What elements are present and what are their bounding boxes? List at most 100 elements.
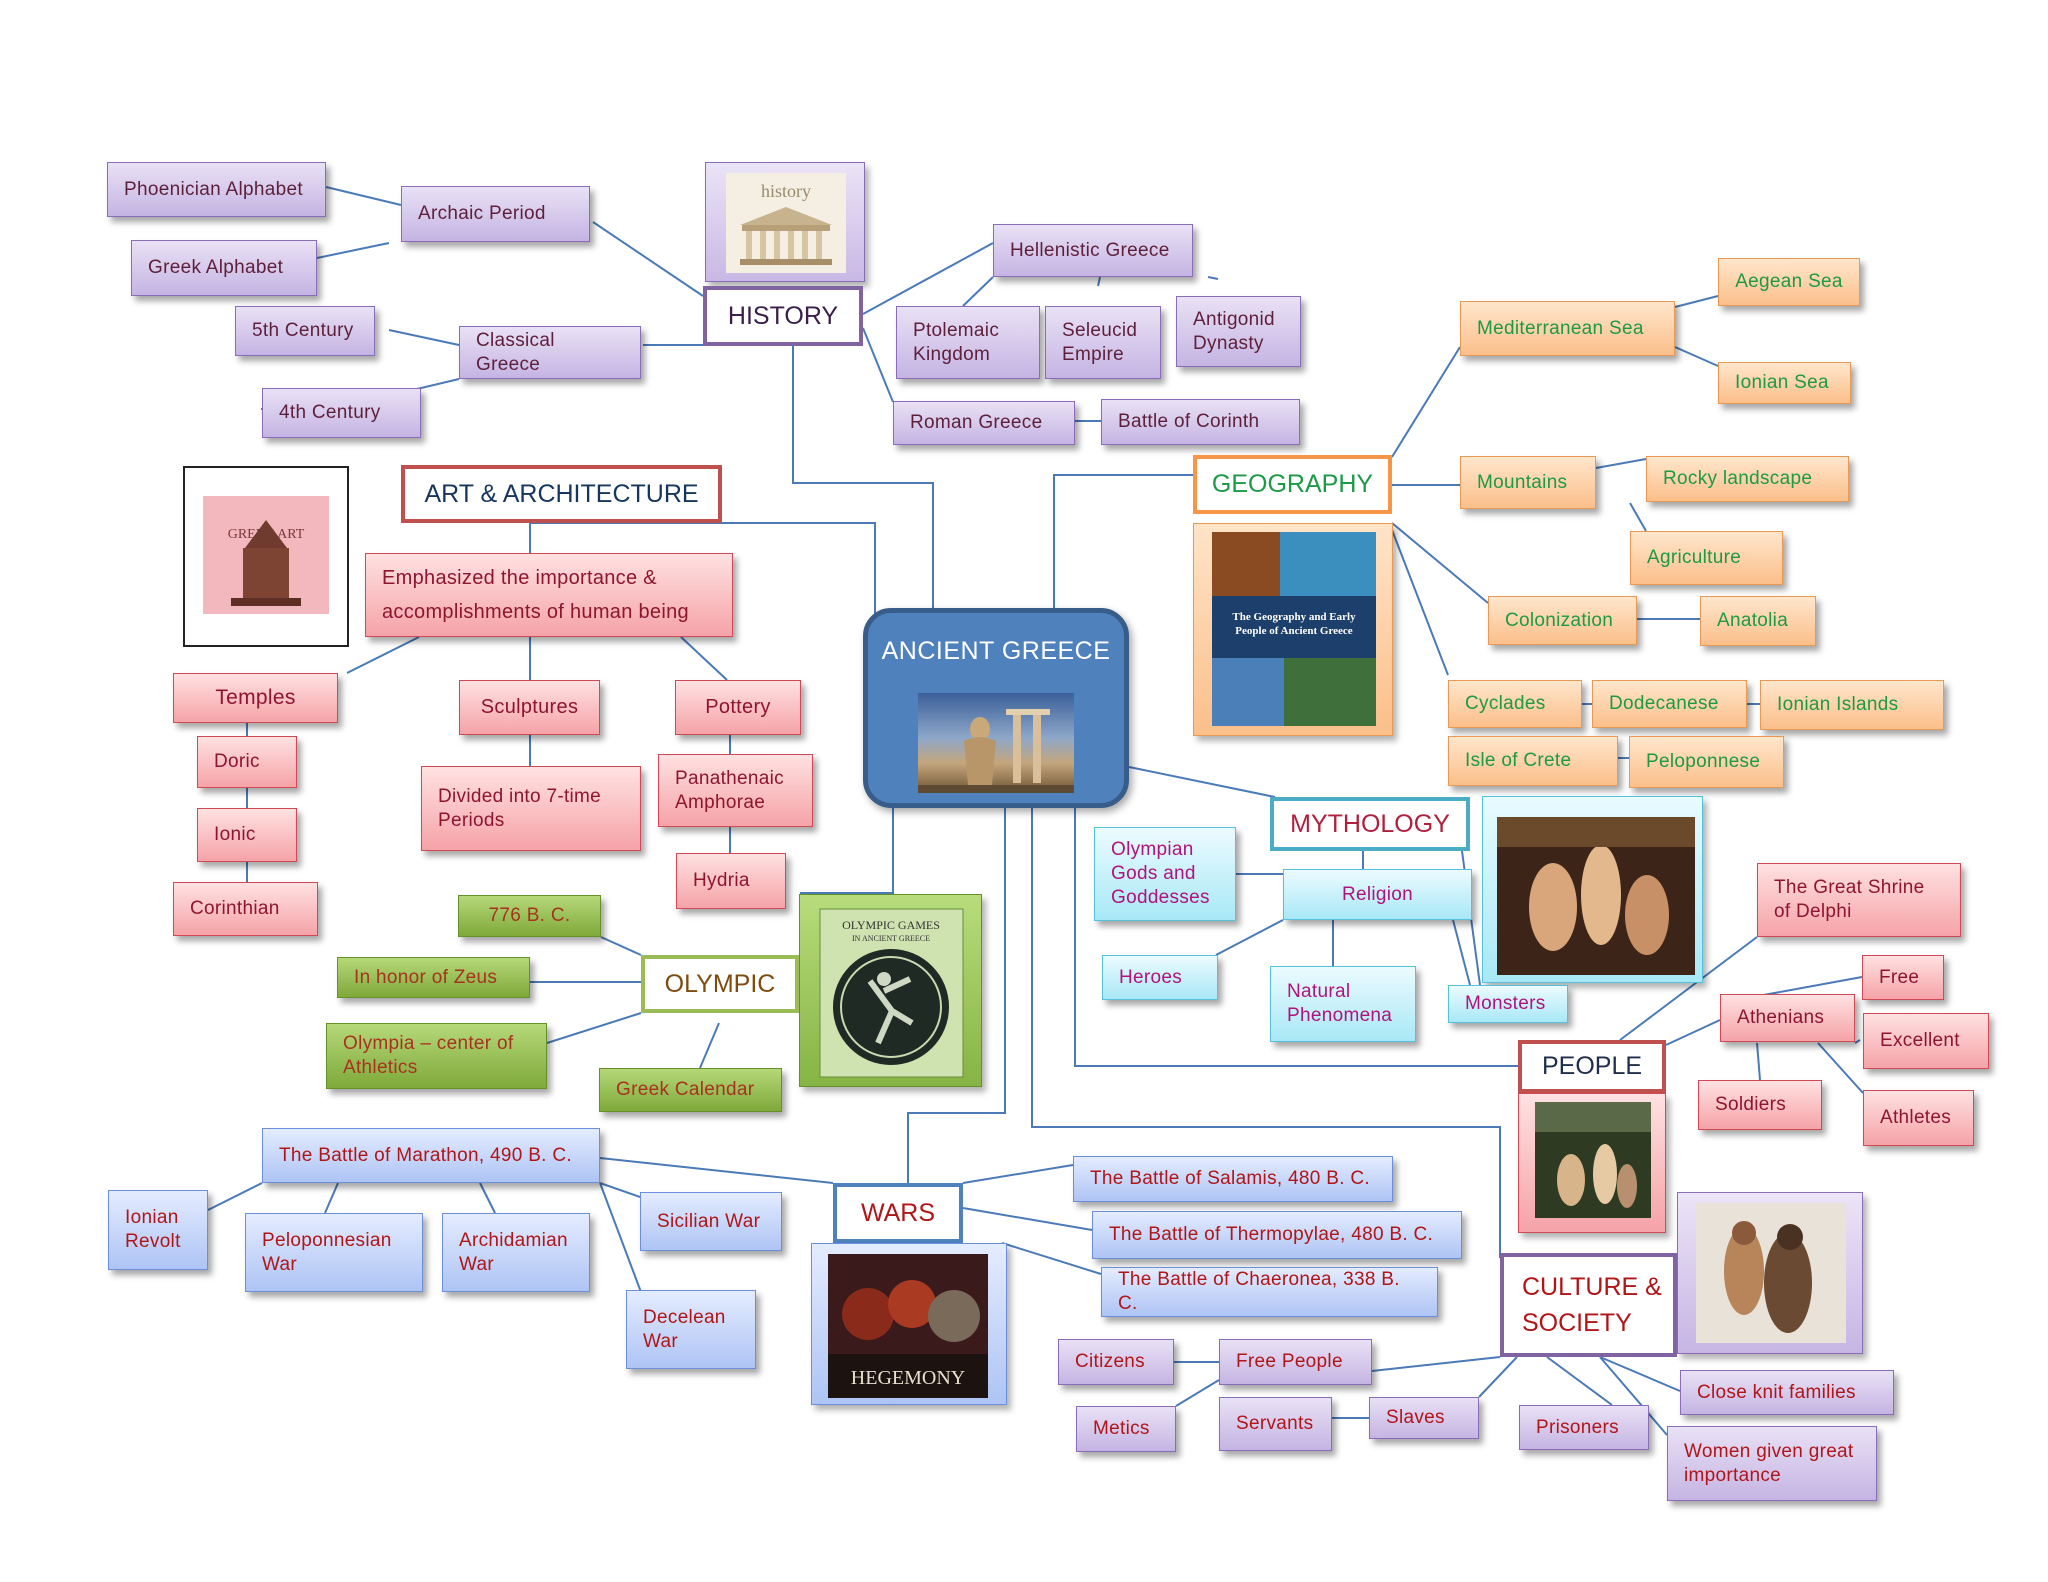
isle-of-crete-node[interactable]: Isle of Crete [1448, 736, 1618, 786]
peloponnese-node[interactable]: Peloponnese [1629, 736, 1784, 788]
divided-periods-node[interactable]: Divided into 7-time Periods [421, 766, 641, 851]
olympia-center-node[interactable]: Olympia – center of Athletics [326, 1023, 547, 1089]
emphasized-importance-node[interactable]: Emphasized the importance & accomplishme… [365, 553, 733, 637]
women-importance-node[interactable]: Women given great importance [1667, 1426, 1877, 1501]
rocky-landscape-node[interactable]: Rocky landscape [1646, 456, 1849, 502]
prisoners-node[interactable]: Prisoners [1519, 1405, 1649, 1450]
archaic-period-node[interactable]: Archaic Period [401, 186, 590, 242]
art-architecture-branch-title[interactable]: ART & ARCHITECTURE [401, 465, 722, 523]
greek-alphabet-node[interactable]: Greek Alphabet [131, 240, 317, 296]
people-title-text: PEOPLE [1541, 1052, 1643, 1081]
corinthian-node[interactable]: Corinthian [173, 882, 318, 936]
citizens-node[interactable]: Citizens [1058, 1339, 1174, 1385]
religion-node[interactable]: Religion [1283, 869, 1472, 920]
free-node[interactable]: Free [1862, 955, 1944, 1000]
close-knit-families-node[interactable]: Close knit families [1680, 1370, 1894, 1415]
aegean-sea-node[interactable]: Aegean Sea [1718, 258, 1860, 306]
cyclades-node[interactable]: Cyclades [1448, 680, 1582, 728]
hellenistic-greece-node[interactable]: Hellenistic Greece [993, 224, 1193, 277]
hegemony-cover-title: HEGEMONY [851, 1367, 965, 1389]
hydria-node[interactable]: Hydria [676, 853, 786, 909]
greek-art-image: GREEK ART [183, 466, 349, 647]
center-image [918, 693, 1074, 793]
center-title: ANCIENT GREECE [881, 637, 1111, 665]
battle-of-corinth-node[interactable]: Battle of Corinth [1101, 399, 1300, 445]
soldiers-node[interactable]: Soldiers [1698, 1080, 1822, 1130]
free-people-node[interactable]: Free People [1219, 1339, 1372, 1385]
phoenician-alphabet-node[interactable]: Phoenician Alphabet [107, 162, 326, 217]
greek-art-temple-illustration: GREEK ART [203, 496, 329, 614]
people-image [1518, 1093, 1666, 1233]
mountains-node[interactable]: Mountains [1460, 456, 1596, 509]
fourth-century-node[interactable]: 4th Century [262, 388, 421, 438]
wars-branch-title[interactable]: WARS [833, 1183, 963, 1243]
olympic-branch-title[interactable]: OLYMPIC [641, 955, 799, 1013]
excellent-node[interactable]: Excellent [1863, 1013, 1989, 1069]
anatolia-node[interactable]: Anatolia [1700, 596, 1816, 646]
battle-thermopylae-node[interactable]: The Battle of Thermopylae, 480 B. C. [1092, 1211, 1462, 1259]
colonization-node[interactable]: Colonization [1488, 596, 1637, 645]
antigonid-dynasty-node[interactable]: Antigonid Dynasty [1176, 296, 1301, 367]
peloponnesian-war-node[interactable]: Peloponnesian War [245, 1213, 423, 1292]
history-image: history [705, 162, 865, 282]
slaves-node[interactable]: Slaves [1369, 1397, 1479, 1439]
decelean-war-node[interactable]: Decelean War [626, 1290, 756, 1369]
doric-node[interactable]: Doric [197, 736, 297, 788]
ionian-islands-node[interactable]: Ionian Islands [1760, 680, 1944, 730]
athenians-node[interactable]: Athenians [1720, 994, 1855, 1042]
monsters-node[interactable]: Monsters [1448, 985, 1568, 1023]
honor-of-zeus-node[interactable]: In honor of Zeus [337, 957, 530, 998]
geography-title-text: GEOGRAPHY [1211, 470, 1374, 499]
classical-greece-node[interactable]: Classical Greece [459, 326, 641, 379]
ionic-node[interactable]: Ionic [197, 808, 297, 862]
servants-node[interactable]: Servants [1219, 1397, 1332, 1451]
culture-society-branch-title[interactable]: CULTURE & SOCIETY [1500, 1253, 1677, 1357]
ionian-revolt-node[interactable]: Ionian Revolt [108, 1190, 208, 1270]
sicilian-war-node[interactable]: Sicilian War [640, 1192, 782, 1251]
olympic-title-text: OLYMPIC [664, 969, 776, 998]
agriculture-node[interactable]: Agriculture [1630, 531, 1783, 585]
ionian-sea-node[interactable]: Ionian Sea [1718, 362, 1851, 404]
greek-calendar-node[interactable]: Greek Calendar [599, 1068, 782, 1112]
great-shrine-delphi-node[interactable]: The Great Shrine of Delphi [1757, 863, 1961, 937]
olympian-gods-node[interactable]: Olympian Gods and Goddesses [1094, 827, 1236, 921]
roman-greece-node[interactable]: Roman Greece [893, 401, 1075, 445]
year-776-bc-node[interactable]: 776 B. C. [458, 895, 601, 937]
battle-marathon-node[interactable]: The Battle of Marathon, 490 B. C. [262, 1128, 600, 1183]
art-title-text: ART & ARCHITECTURE [424, 479, 699, 508]
archidamian-war-node[interactable]: Archidamian War [442, 1213, 590, 1292]
pottery-node[interactable]: Pottery [675, 680, 801, 735]
battle-salamis-node[interactable]: The Battle of Salamis, 480 B. C. [1073, 1156, 1393, 1202]
temples-node[interactable]: Temples [173, 673, 338, 723]
sculptures-node[interactable]: Sculptures [459, 680, 600, 735]
mythology-title-text: MYTHOLOGY [1290, 809, 1450, 838]
heroes-node[interactable]: Heroes [1102, 955, 1218, 1000]
panathenaic-amphorae-node[interactable]: Panathenaic Amphorae [658, 754, 813, 827]
people-painting-illustration [1535, 1102, 1651, 1218]
dodecanese-node[interactable]: Dodecanese [1592, 680, 1747, 728]
seleucid-empire-node[interactable]: Seleucid Empire [1045, 306, 1161, 379]
mythology-image [1482, 796, 1703, 983]
natural-phenomena-node[interactable]: Natural Phenomena [1270, 966, 1416, 1042]
mediterranean-sea-node[interactable]: Mediterranean Sea [1460, 301, 1675, 356]
parthenon-illustration: history [726, 173, 846, 273]
history-branch-title[interactable]: HISTORY [703, 286, 863, 346]
mythology-branch-title[interactable]: MYTHOLOGY [1270, 797, 1470, 851]
battle-chaeronea-node[interactable]: The Battle of Chaeronea, 338 B. C. [1101, 1267, 1438, 1317]
athletes-node[interactable]: Athletes [1863, 1090, 1974, 1146]
ancient-greece-center-node[interactable]: ANCIENT GREECE [863, 608, 1129, 808]
geography-branch-title[interactable]: GEOGRAPHY [1193, 455, 1392, 514]
metics-node[interactable]: Metics [1076, 1406, 1176, 1452]
culture-painting-illustration [1696, 1203, 1846, 1343]
people-branch-title[interactable]: PEOPLE [1518, 1040, 1666, 1093]
fifth-century-node[interactable]: 5th Century [235, 306, 375, 356]
ptolemaic-kingdom-node[interactable]: Ptolemaic Kingdom [896, 306, 1040, 379]
wars-title-text: WARS [860, 1198, 936, 1227]
culture-title-text: CULTURE & SOCIETY [1522, 1272, 1662, 1337]
